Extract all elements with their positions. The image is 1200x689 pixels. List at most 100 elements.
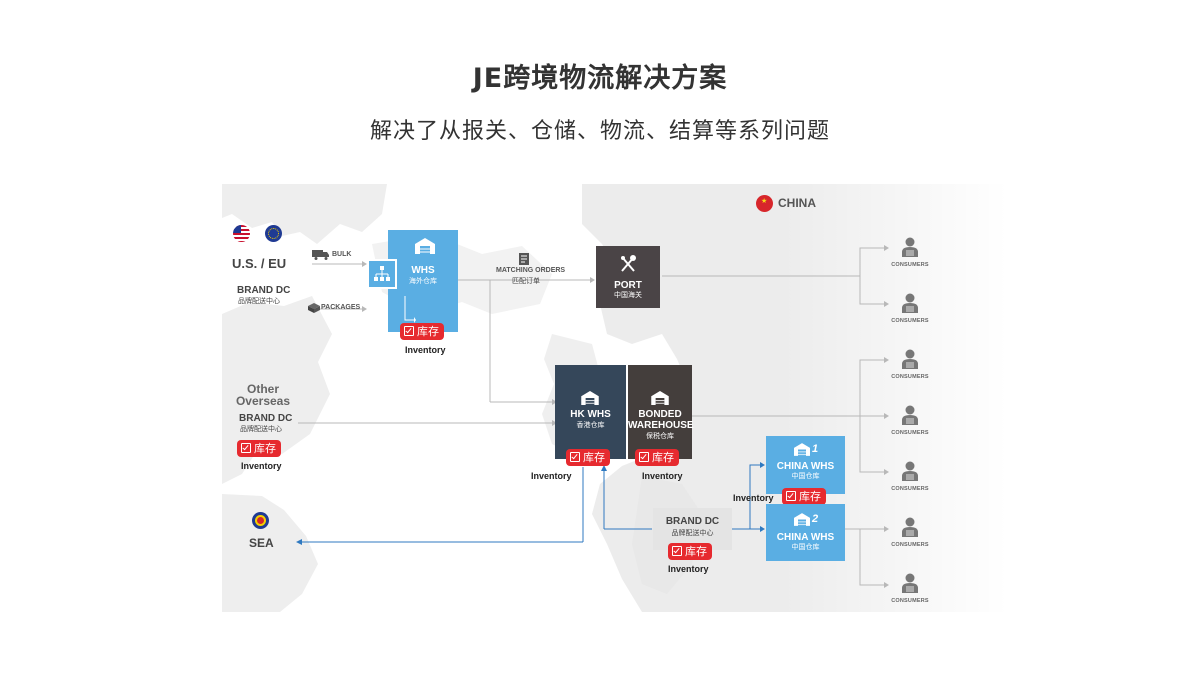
inventory-label: Inventory [668,564,709,574]
inventory-label: Inventory [733,493,774,503]
bonded-warehouse-node: BONDED WAREHOUSE 保税仓库 [628,365,694,459]
useu-brand-dc-label: BRAND DC [237,285,291,296]
inventory-badge-text: 库存 [583,451,605,464]
warehouse-icon [794,513,810,526]
consumer-node: CONSUMERS [890,349,930,380]
inventory-badge: 库存 [237,440,281,457]
consumer-label: CONSUMERS [891,486,929,492]
consumer-person-icon [902,237,918,257]
hk-whs-node: HK WHS 香港仓库 [555,365,626,459]
inventory-badge: 库存 [782,488,826,505]
checkbox-icon [672,546,682,556]
checkbox-icon [786,491,796,501]
sea-label: SEA [249,536,274,550]
consumer-person-icon [902,405,918,425]
hk-whs-label: HK WHS [570,409,611,420]
eu-flag-icon [265,225,282,242]
document-icon [519,253,529,265]
inventory-badge-text: 库存 [417,325,439,338]
china-whs-1-number: 1 [812,443,819,455]
page-subtitle: 解决了从报关、仓储、物流、结算等系列问题 [369,119,830,144]
consumer-node: CONSUMERS [890,405,930,436]
consumer-node: CONSUMERS [890,517,930,548]
useu-label: U.S. / EU [232,256,287,271]
whs-label: WHS [411,265,435,276]
china-flag-icon: ★ [756,195,773,212]
hierarchy-icon [374,266,390,281]
consumer-person-icon [902,461,918,481]
packages-label: PACKAGES [321,304,361,311]
order-routing-node [367,259,397,289]
other-brand-dc-label: BRAND DC [239,413,293,424]
page-title: JE跨境物流解决方案 [472,63,728,94]
china-whs-1-label: CHINA WHS [776,461,835,472]
china-brand-dc-label: BRAND DC [665,516,720,527]
inventory-badge: 库存 [400,323,444,340]
inventory-label: Inventory [642,471,683,481]
china-whs-1-node: 1 CHINA WHS 中国仓库 [766,436,845,494]
matching-orders-cn: 匹配订单 [512,277,540,285]
china-label: CHINA [778,196,816,210]
china-whs-2-number: 2 [812,513,819,525]
other-brand-dc-cn: 品牌配送中心 [240,425,282,433]
inventory-badge: 库存 [635,449,679,466]
consumer-node: CONSUMERS [890,293,930,324]
consumer-person-icon [902,349,918,369]
consumer-label: CONSUMERS [891,598,929,604]
other-overseas-label: Other Overseas [232,383,294,407]
china-brand-dc-cn: 品牌配送中心 [671,529,714,537]
warehouse-icon [651,391,669,405]
port-label: PORT [614,280,642,291]
consumer-label: CONSUMERS [891,374,929,380]
package-icon [308,303,320,313]
inventory-badge-text: 库存 [254,442,276,455]
china-whs-2-label: CHINA WHS [776,532,835,543]
consumer-label: CONSUMERS [891,542,929,548]
truck-icon [312,250,329,260]
inventory-badge-text: 库存 [799,490,821,503]
consumer-label: CONSUMERS [891,262,929,268]
inventory-badge-text: 库存 [685,545,707,558]
whs-label-cn: 海外仓库 [409,277,437,285]
bonded-label-line1: BONDED [638,409,682,420]
customs-tools-icon [621,255,636,272]
consumer-node: CONSUMERS [890,237,930,268]
checkbox-icon [404,326,414,336]
consumer-person-icon [902,517,918,537]
logistics-diagram: ★ CHINA U.S. / EU BRAND DC 品牌配送中心 BULK P… [222,184,1007,612]
whs-node: WHS 海外仓库 [388,230,458,332]
warehouse-icon [581,391,599,405]
consumer-node: CONSUMERS [890,461,930,492]
bonded-label-line2: WAREHOUSE [628,420,694,431]
us-flag-icon [233,225,250,242]
inventory-badge-text: 库存 [652,451,674,464]
consumer-person-icon [902,293,918,313]
port-label-cn: 中国海关 [614,291,642,299]
whs-inner-arrow [404,296,416,323]
warehouse-icon [794,443,810,456]
china-whs-1-label-cn: 中国仓库 [791,472,820,480]
checkbox-icon [241,443,251,453]
inventory-badge: 库存 [566,449,610,466]
asean-emblem-icon [252,512,269,529]
useu-brand-dc-cn: 品牌配送中心 [238,297,280,305]
bulk-label: BULK [332,251,352,258]
port-node: PORT 中国海关 [596,246,660,308]
inventory-badge: 库存 [668,543,712,560]
checkbox-icon [570,452,580,462]
inventory-label: Inventory [531,471,572,481]
inventory-label: Inventory [405,345,446,355]
hk-whs-label-cn: 香港仓库 [576,421,605,429]
consumer-person-icon [902,573,918,593]
china-whs-2-label-cn: 中国仓库 [791,543,820,551]
consumer-label: CONSUMERS [891,430,929,436]
checkbox-icon [639,452,649,462]
china-whs-2-node: 2 CHINA WHS 中国仓库 [766,504,845,561]
matching-orders-label: MATCHING ORDERS [496,267,566,274]
warehouse-icon [415,238,435,254]
bonded-label-cn: 保税仓库 [646,432,674,440]
other-label-line1: Other [246,382,279,396]
other-label-line2: Overseas [235,394,291,408]
consumer-label: CONSUMERS [891,318,929,324]
consumer-node: CONSUMERS [890,573,930,604]
